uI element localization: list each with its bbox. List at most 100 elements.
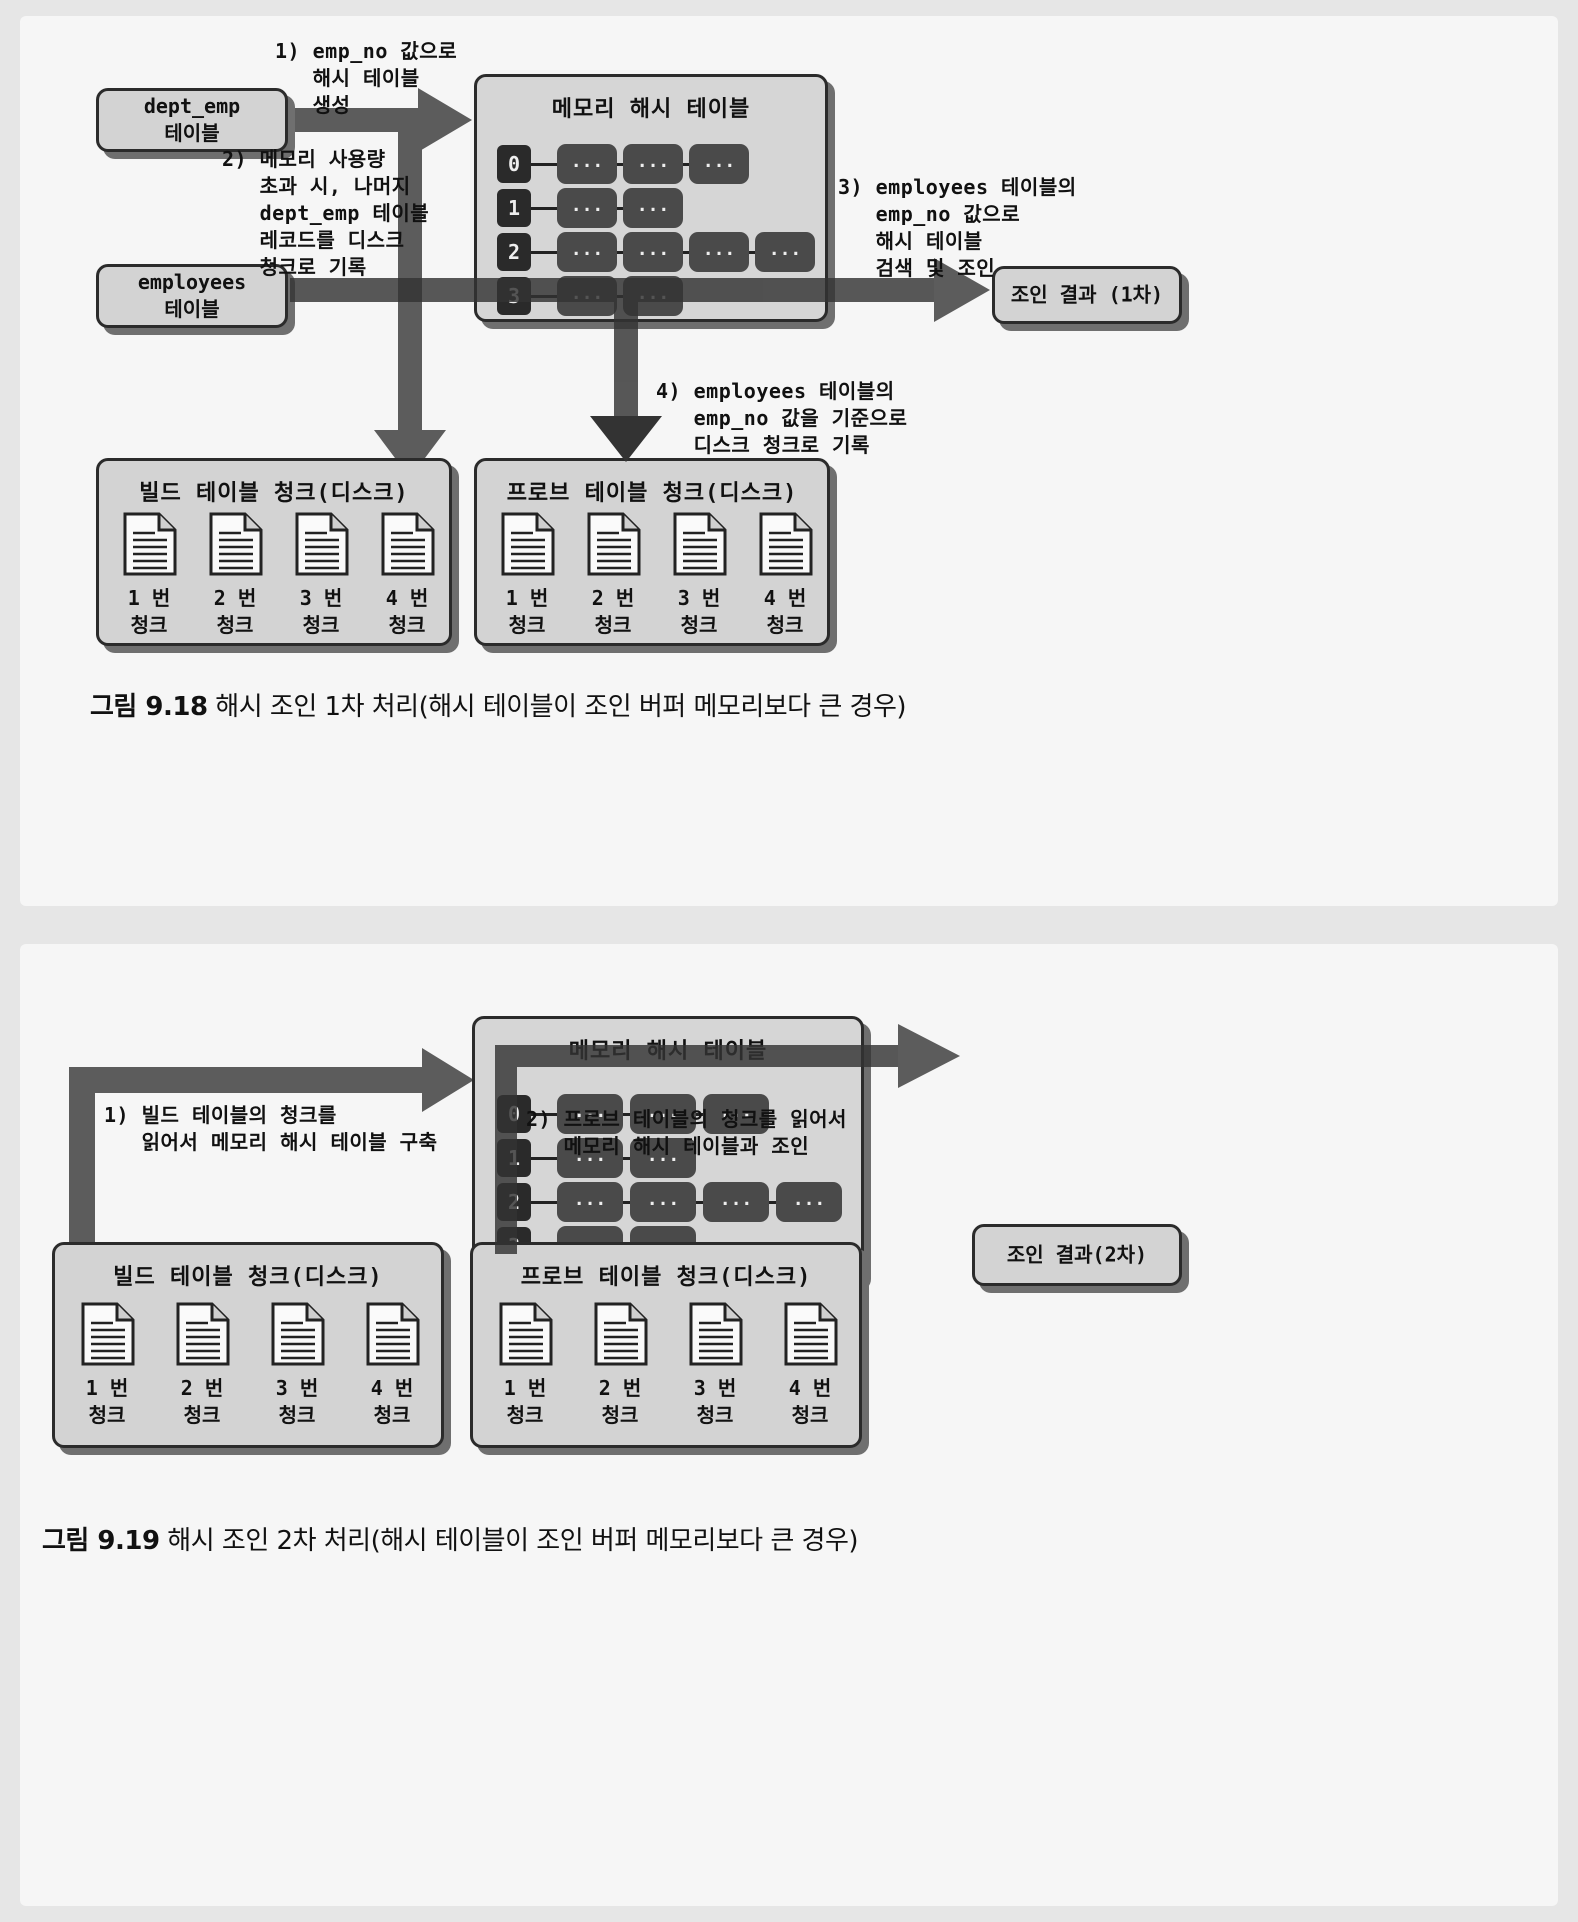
arrow-build-to-memory-head <box>418 88 472 152</box>
disk-chunk: 2 번 청크 <box>162 1301 242 1429</box>
probe-table-chunks-2-title: 프로브 테이블 청크(디스크) <box>520 1265 812 1290</box>
disk-chunk-label: 1 번 청크 <box>85 1376 129 1427</box>
document-icon <box>770 1301 850 1367</box>
document-icon <box>281 511 361 577</box>
document-icon <box>487 511 567 577</box>
fig2-step1-label: 1) 빌드 테이블의 청크를 읽어서 메모리 해시 테이블 구축 <box>104 1103 438 1154</box>
bucket-entry: ... <box>689 144 749 184</box>
disk-chunk-label: 4 번 청크 <box>763 586 807 637</box>
join-result-1-label: 조인 결과 (1차) <box>1010 282 1164 307</box>
dept-emp-table-label: dept_emp 테이블 <box>143 94 241 145</box>
bucket-entry: ... <box>623 232 683 272</box>
fig2-step2-label: 2) 프로브 테이블의 청크를 읽어서 메모리 해시 테이블과 조인 <box>526 1107 847 1158</box>
bucket-entry: ... <box>703 1094 769 1134</box>
document-icon <box>109 511 189 577</box>
fig1-step4-label: 4) employees 테이블의 emp_no 값을 기준으로 디스크 청크로… <box>656 379 908 457</box>
fig2-caption: 그림 9.19 해시 조인 2차 처리(해시 테이블이 조인 버퍼 메모리보다 … <box>42 1520 859 1557</box>
disk-chunk: 3 번 청크 <box>257 1301 337 1429</box>
disk-chunk-label: 2 번 청크 <box>180 1376 224 1427</box>
bucket-entry: ... <box>557 188 617 228</box>
document-icon <box>67 1301 147 1367</box>
fig1-arrows-front <box>290 258 990 462</box>
fig1-caption: 그림 9.18 해시 조인 1차 처리(해시 테이블이 조인 버퍼 메모리보다 … <box>90 686 907 723</box>
disk-chunk-label: 4 번 청크 <box>788 1376 832 1427</box>
build-table-chunks-disk-2: 빌드 테이블 청크(디스크) 1 번 청크 2 번 청크 3 번 청크 4 번 청크 <box>52 1242 444 1448</box>
bucket-entry: ... <box>630 1094 696 1134</box>
document-icon <box>745 511 825 577</box>
fig1-step1-label: 1) emp_no 값으로 해시 테이블 생성 <box>275 39 458 117</box>
join-result-2-label: 조인 결과(2차) <box>1006 1242 1148 1267</box>
disk-chunk: 4 번 청크 <box>367 511 447 639</box>
arrow-overflow-to-disk-head <box>374 430 446 478</box>
build-table-chunks-disk: 빌드 테이블 청크(디스크) 1 번 청크 2 번 청크 3 번 청크 4 번 청크 <box>96 458 452 646</box>
bucket-entry: ... <box>623 144 683 184</box>
disk-chunk: 3 번 청크 <box>281 511 361 639</box>
disk-chunk: 2 번 청크 <box>573 511 653 639</box>
disk-chunk-label: 3 번 청크 <box>299 586 343 637</box>
bucket-index: 2 <box>497 233 531 271</box>
document-icon <box>580 1301 660 1367</box>
employees-table-box: employees 테이블 <box>96 264 288 328</box>
disk-chunk: 1 번 청크 <box>109 511 189 639</box>
document-icon <box>367 511 447 577</box>
figure-9-19: 메모리 해시 테이블 0.........1......2...........… <box>20 944 1558 1906</box>
disk-chunk: 1 번 청크 <box>67 1301 147 1429</box>
disk-chunk: 4 번 청크 <box>745 511 825 639</box>
document-icon <box>675 1301 755 1367</box>
arrow-build-chunks-to-memory-head <box>422 1048 474 1112</box>
probe-table-chunks-disk: 프로브 테이블 청크(디스크) 1 번 청크 2 번 청크 3 번 청크 4 번 청크 <box>474 458 830 646</box>
bucket-entry: ... <box>557 1182 623 1222</box>
fig1-caption-number: 그림 9.18 <box>90 692 208 722</box>
bucket-entry: ... <box>557 144 617 184</box>
disk-chunk-label: 4 번 청크 <box>385 586 429 637</box>
bucket-entry: ... <box>623 188 683 228</box>
document-icon <box>485 1301 565 1367</box>
document-icon <box>659 511 739 577</box>
figure-9-18: dept_emp 테이블 employees 테이블 메모리 해시 테이블 0.… <box>20 16 1558 906</box>
fig2-caption-text: 해시 조인 2차 처리(해시 테이블이 조인 버퍼 메모리보다 큰 경우) <box>159 1526 859 1556</box>
disk-chunk-label: 1 번 청크 <box>505 586 549 637</box>
bucket-index: 0 <box>497 145 531 183</box>
bucket-entry: ... <box>689 232 749 272</box>
fig1-step3-label: 3) employees 테이블의 emp_no 값으로 해시 테이블 검색 및… <box>838 175 1077 280</box>
fig2-caption-number: 그림 9.19 <box>42 1526 160 1556</box>
disk-chunk: 2 번 청크 <box>195 511 275 639</box>
arrow-probe-chunks-to-join-head <box>898 1024 960 1088</box>
bucket-entry: ... <box>557 232 617 272</box>
disk-chunk: 1 번 청크 <box>485 1301 565 1429</box>
disk-chunk-label: 3 번 청크 <box>677 586 721 637</box>
fig1-caption-text: 해시 조인 1차 처리(해시 테이블이 조인 버퍼 메모리보다 큰 경우) <box>207 692 907 722</box>
disk-chunk: 1 번 청크 <box>487 511 567 639</box>
build-table-chunks-title: 빌드 테이블 청크(디스크) <box>139 481 409 506</box>
bucket-entry: ... <box>755 232 815 272</box>
disk-chunk: 3 번 청크 <box>659 511 739 639</box>
build-table-chunks-2-title: 빌드 테이블 청크(디스크) <box>113 1265 383 1290</box>
disk-chunk: 4 번 청크 <box>770 1301 850 1429</box>
disk-chunk-label: 2 번 청크 <box>598 1376 642 1427</box>
probe-table-chunks-title: 프로브 테이블 청크(디스크) <box>506 481 798 506</box>
disk-chunk: 3 번 청크 <box>675 1301 755 1429</box>
document-icon <box>352 1301 432 1367</box>
join-result-1-box: 조인 결과 (1차) <box>992 266 1182 324</box>
bucket-entry: ... <box>630 1138 696 1178</box>
bucket-entry: ... <box>776 1182 842 1222</box>
document-icon <box>257 1301 337 1367</box>
dept-emp-table-box: dept_emp 테이블 <box>96 88 288 152</box>
probe-table-chunks-disk-2: 프로브 테이블 청크(디스크) 1 번 청크 2 번 청크 3 번 청크 4 번 청크 <box>470 1242 862 1448</box>
disk-chunk-label: 3 번 청크 <box>275 1376 319 1427</box>
bucket-entry: ... <box>557 1138 623 1178</box>
fig1-step2-label: 2) 메모리 사용량 초과 시, 나머지 dept_emp 테이블 레코드를 디… <box>222 147 430 279</box>
disk-chunk-label: 2 번 청크 <box>213 586 257 637</box>
join-result-2-box: 조인 결과(2차) <box>972 1224 1182 1286</box>
document-icon <box>573 511 653 577</box>
arrow-probe-to-disk-head <box>590 416 662 462</box>
disk-chunk: 4 번 청크 <box>352 1301 432 1429</box>
employees-table-label: employees 테이블 <box>137 270 247 321</box>
document-icon <box>162 1301 242 1367</box>
bucket-entry: ... <box>557 1094 623 1134</box>
disk-chunk-label: 2 번 청크 <box>591 586 635 637</box>
arrow-probe-chunks-to-join <box>495 1045 900 1254</box>
disk-chunk: 2 번 청크 <box>580 1301 660 1429</box>
disk-chunk-label: 1 번 청크 <box>503 1376 547 1427</box>
memory-hash-table-title: 메모리 해시 테이블 <box>551 97 751 122</box>
